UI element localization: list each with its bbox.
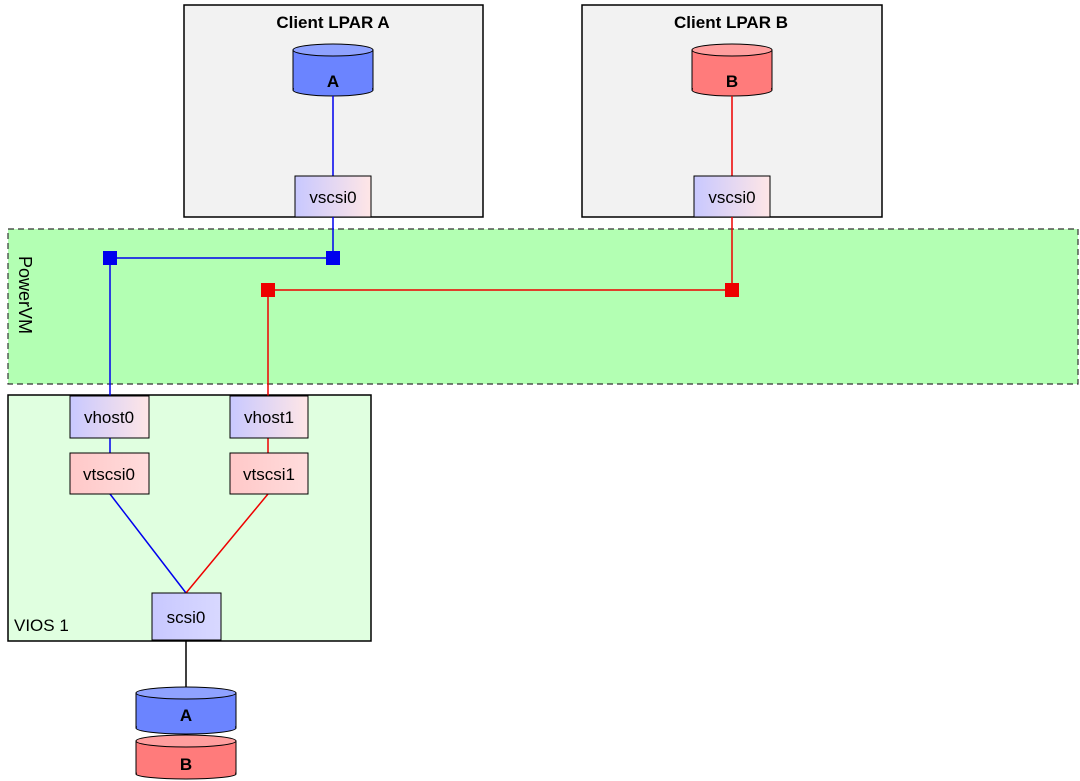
vhost1-adapter: vhost1 — [229, 395, 309, 439]
client-b-disk-icon: B — [691, 43, 773, 97]
vhost0-label: vhost0 — [84, 408, 134, 427]
vios-1-title: VIOS 1 — [14, 616, 69, 635]
scsi0-adapter: scsi0 — [151, 592, 222, 641]
red-connector-right — [725, 283, 739, 297]
client-lpar-b-title: Client LPAR B — [674, 13, 788, 32]
red-connector-left — [261, 283, 275, 297]
powervm-region: PowerVM — [7, 228, 1079, 385]
blue-connector-left — [103, 251, 117, 265]
client-lpar-a: Client LPAR A A vscsi0 — [183, 4, 484, 218]
powervm-label: PowerVM — [15, 256, 35, 334]
physical-disk-a-label: A — [180, 706, 192, 725]
vtscsi1-label: vtscsi1 — [243, 465, 295, 484]
physical-disk-b-label: B — [180, 755, 192, 774]
client-a-disk-icon: A — [292, 43, 374, 97]
client-a-vscsi-label: vscsi0 — [309, 188, 356, 207]
red-mapping-path — [185, 217, 739, 594]
physical-disk-a-icon: A — [135, 686, 237, 735]
vtscsi1-device: vtscsi1 — [229, 452, 309, 495]
client-a-vscsi-adapter: vscsi0 — [294, 175, 372, 218]
client-lpar-b: Client LPAR B B vscsi0 — [581, 4, 883, 218]
client-lpar-a-title: Client LPAR A — [276, 13, 389, 32]
vtscsi0-device: vtscsi0 — [69, 452, 150, 495]
physical-disk-b-icon: B — [135, 734, 237, 780]
client-b-disk-label: B — [726, 72, 738, 91]
vtscsi0-label: vtscsi0 — [83, 465, 135, 484]
vhost1-label: vhost1 — [244, 408, 294, 427]
scsi0-label: scsi0 — [167, 608, 206, 627]
vhost0-adapter: vhost0 — [69, 395, 150, 439]
client-b-vscsi-adapter: vscsi0 — [693, 175, 771, 218]
blue-connector-right — [326, 251, 340, 265]
client-a-disk-label: A — [327, 72, 339, 91]
client-b-vscsi-label: vscsi0 — [708, 188, 755, 207]
blue-mapping-path — [103, 217, 340, 594]
